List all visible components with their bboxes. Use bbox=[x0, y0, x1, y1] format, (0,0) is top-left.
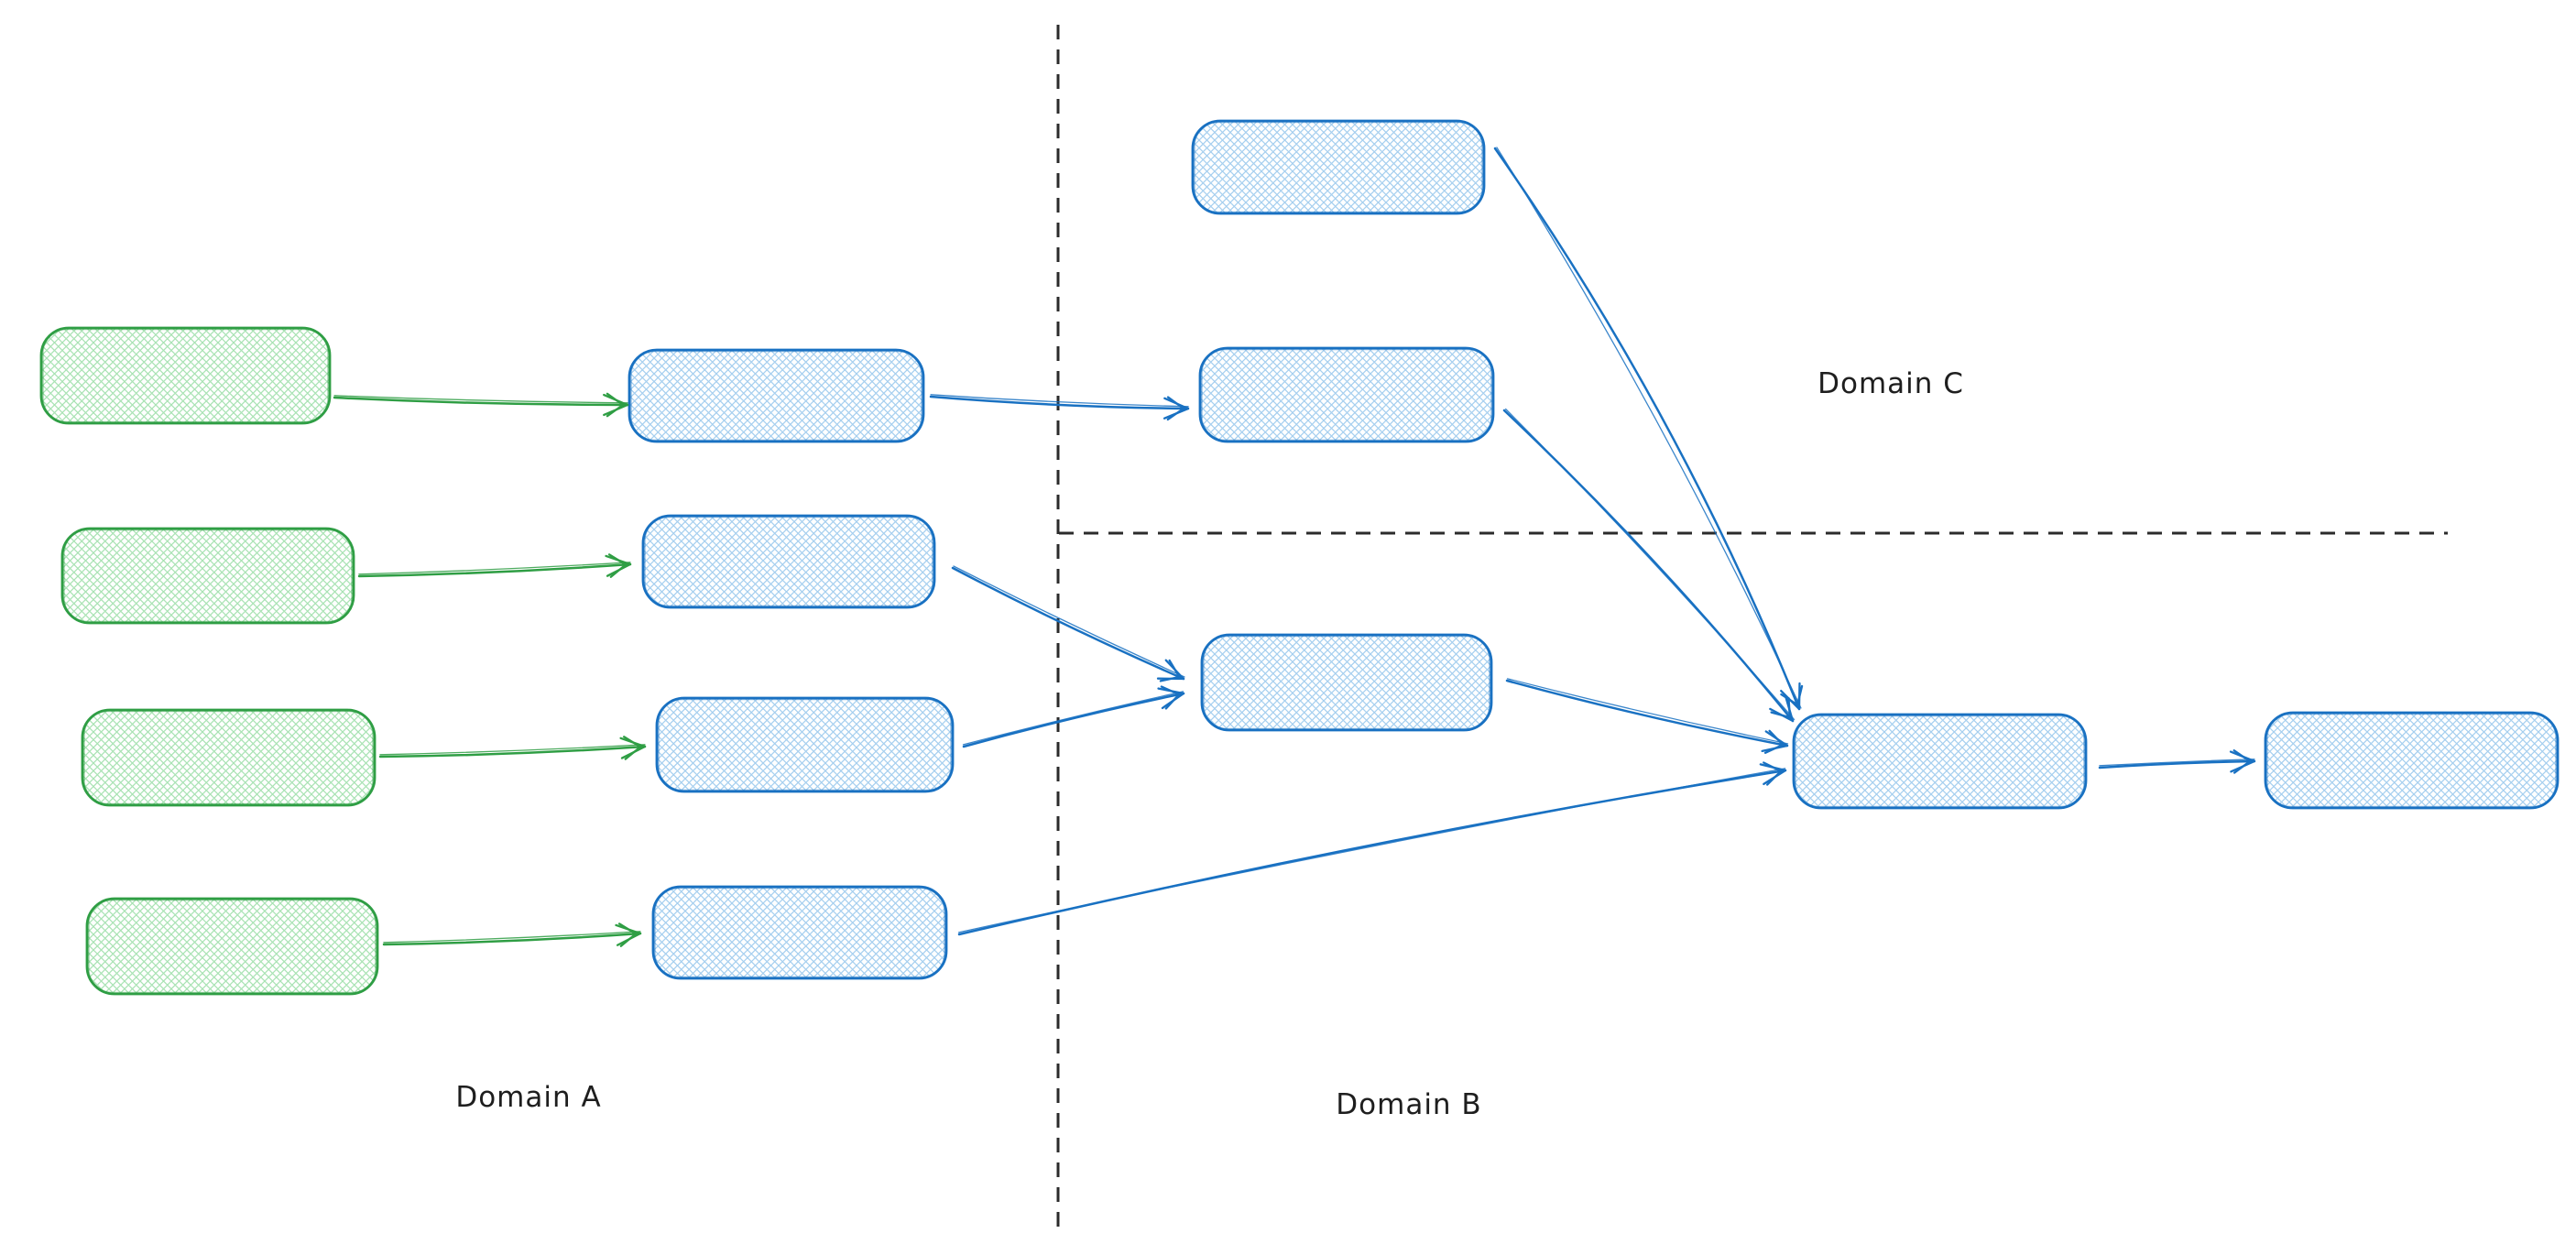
arrow-hub-to-output[interactable] bbox=[2098, 749, 2256, 774]
arrow-blue-3-to-mid-lower[interactable] bbox=[962, 685, 1185, 748]
node-blue-left-1[interactable] bbox=[628, 348, 925, 443]
arrow-mid-top-to-hub[interactable] bbox=[1493, 147, 1804, 711]
node-blue-left-2[interactable] bbox=[641, 514, 936, 609]
node-hub[interactable] bbox=[1792, 713, 2088, 810]
arrow-blue-2-to-mid-lower[interactable] bbox=[951, 565, 1185, 682]
node-output[interactable] bbox=[2264, 711, 2560, 810]
node-green-source-3[interactable] bbox=[81, 708, 377, 807]
arrow-green-2-to-blue-2[interactable] bbox=[357, 553, 632, 578]
node-mid-upper[interactable] bbox=[1198, 346, 1495, 443]
arrow-mid-upper-to-hub[interactable] bbox=[1502, 408, 1796, 723]
arrow-green-1-to-blue-1[interactable] bbox=[333, 392, 629, 418]
arrow-mid-lower-to-hub[interactable] bbox=[1505, 678, 1789, 754]
label-domain-b[interactable]: Domain B bbox=[1336, 1088, 1482, 1121]
label-domain-c[interactable]: Domain C bbox=[1817, 367, 1964, 400]
arrow-blue-4-to-hub[interactable] bbox=[957, 761, 1787, 936]
node-green-source-2[interactable] bbox=[60, 527, 355, 625]
arrow-green-4-to-blue-4[interactable] bbox=[382, 922, 642, 947]
node-green-source-4[interactable] bbox=[85, 897, 379, 996]
node-mid-lower[interactable] bbox=[1200, 633, 1493, 732]
node-mid-top[interactable] bbox=[1191, 119, 1486, 215]
label-domain-a[interactable]: Domain A bbox=[455, 1081, 602, 1114]
arrow-blue-1-to-mid-upper[interactable] bbox=[929, 394, 1190, 421]
node-blue-left-3[interactable] bbox=[655, 696, 955, 793]
node-green-source-1[interactable] bbox=[39, 326, 332, 425]
node-blue-left-4[interactable] bbox=[651, 885, 948, 980]
arrow-green-3-to-blue-3[interactable] bbox=[378, 736, 647, 760]
